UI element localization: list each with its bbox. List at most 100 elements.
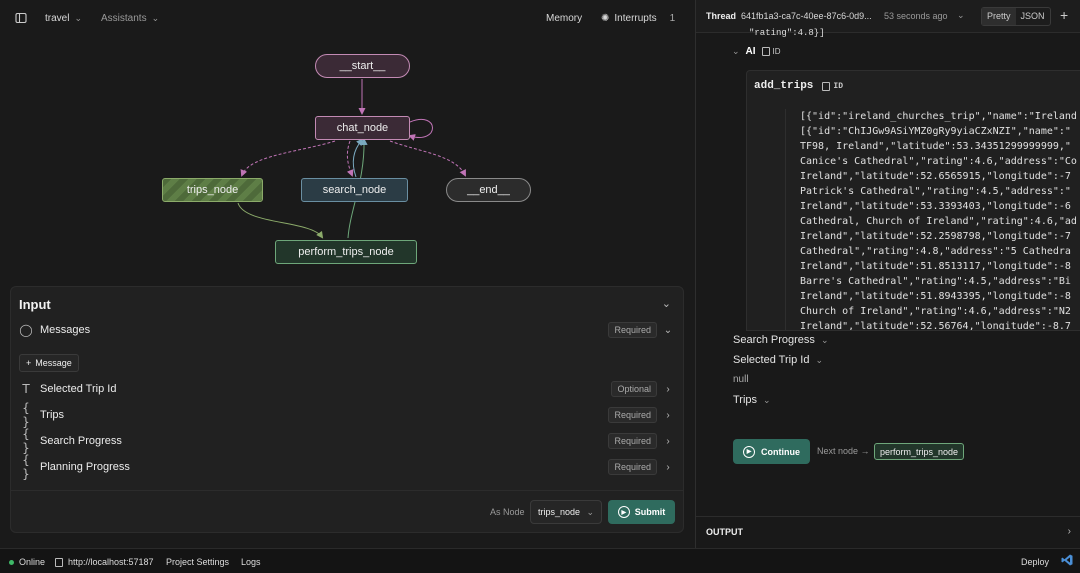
- copy-icon: [761, 47, 770, 56]
- chevron-right-icon: ›: [666, 409, 670, 421]
- graph-node-start[interactable]: __start__: [315, 54, 410, 78]
- continue-button[interactable]: ▶ Continue: [733, 439, 810, 464]
- assistants-selector[interactable]: Assistants ⌄: [101, 13, 159, 24]
- interrupts-button[interactable]: ✺ Interrupts 1: [601, 13, 675, 24]
- deploy-label: Deploy: [1021, 557, 1050, 567]
- chevron-down-icon: ⌄: [820, 334, 829, 345]
- graph-node-perform-trips[interactable]: perform_trips_node: [275, 240, 417, 264]
- ai-label: AI: [745, 46, 756, 57]
- thread-label: Thread: [706, 11, 737, 21]
- required-badge: Required: [608, 407, 657, 423]
- server-url[interactable]: http://localhost:57187: [55, 557, 154, 567]
- key-label: Trips: [733, 394, 758, 406]
- top-toolbar: travel ⌄ Assistants ⌄ Memory ✺ Interrupt…: [0, 0, 695, 40]
- code-line: Ireland","latitude":52.56764,"longitude"…: [800, 321, 1071, 331]
- thread-pane: Thread 641fb1a3-ca7c-40ee-87c6-0d9... 53…: [695, 0, 1080, 548]
- memory-label: Memory: [546, 13, 583, 24]
- chevron-down-icon: ⌄: [663, 324, 673, 336]
- graph-pane: travel ⌄ Assistants ⌄ Memory ✺ Interrupt…: [0, 0, 695, 533]
- graph-node-chat[interactable]: chat_node: [315, 116, 410, 140]
- field-selected-trip-id[interactable]: T Selected Trip Id Optional ›: [19, 379, 673, 399]
- online-status: Online: [9, 557, 45, 567]
- graph-node-end[interactable]: __end__: [446, 178, 531, 202]
- tool-call-card: add_trips ID [{"id":"ireland_churches_tr…: [746, 70, 1080, 331]
- search-progress-key[interactable]: Search Progress ⌄: [733, 334, 828, 346]
- key-label: Search Progress: [733, 334, 815, 346]
- selected-trip-id-value: null: [733, 374, 749, 385]
- code-line: TF98, Ireland","latitude":53.34351299999…: [800, 141, 1071, 152]
- deploy-button[interactable]: Deploy: [1021, 557, 1049, 567]
- divider: [11, 490, 683, 491]
- graph-selector[interactable]: travel ⌄: [45, 13, 82, 24]
- chevron-down-icon: ⌄: [763, 394, 771, 405]
- interrupts-count: 1: [669, 13, 676, 24]
- chevron-down-icon[interactable]: ⌄: [957, 10, 965, 20]
- graph-node-trips[interactable]: trips_node: [162, 178, 263, 202]
- code-line: Ireland","latitude":52.2598798,"longitud…: [800, 231, 1071, 242]
- add-message-label: Message: [35, 358, 72, 368]
- field-search-progress[interactable]: { } Search Progress Required ›: [19, 427, 673, 455]
- sidebar-toggle-icon[interactable]: [15, 12, 27, 24]
- output-section[interactable]: OUTPUT ›: [696, 516, 1080, 548]
- chevron-right-icon: ›: [666, 461, 670, 473]
- vscode-icon[interactable]: [1061, 554, 1073, 566]
- output-label: OUTPUT: [706, 527, 743, 537]
- graph-node-search[interactable]: search_node: [301, 178, 408, 202]
- next-node-badge[interactable]: perform_trips_node: [874, 443, 965, 460]
- chevron-right-icon: ›: [1067, 526, 1071, 537]
- url-label: http://localhost:57187: [68, 557, 154, 567]
- field-trips[interactable]: { } Trips Required ›: [19, 401, 673, 429]
- tool-name: add_trips: [754, 80, 814, 92]
- status-bar: Online http://localhost:57187 Project Se…: [0, 548, 1080, 573]
- required-badge: Required: [608, 459, 657, 475]
- field-planning-progress[interactable]: { } Planning Progress Required ›: [19, 453, 673, 481]
- pretty-view-button[interactable]: Pretty: [982, 8, 1016, 25]
- add-message-button[interactable]: + Message: [19, 354, 79, 372]
- next-node-label: Next node →: [817, 446, 870, 456]
- optional-badge: Optional: [611, 381, 657, 397]
- code-line: Ireland","latitude":51.8513117,"longitud…: [800, 261, 1071, 272]
- memory-button[interactable]: Memory: [546, 13, 582, 24]
- logs-link[interactable]: Logs: [241, 557, 261, 567]
- code-line: Ireland","latitude":53.3393403,"longitud…: [800, 201, 1071, 212]
- selected-trip-id-key[interactable]: Selected Trip Id ⌄: [733, 354, 823, 366]
- input-title: Input: [19, 297, 51, 312]
- required-badge: Required: [608, 322, 657, 338]
- truncated-line: "rating":4.8}]: [749, 28, 825, 38]
- as-node-select[interactable]: trips_node ⌄: [530, 500, 602, 524]
- chevron-right-icon: ›: [666, 383, 670, 395]
- chevron-down-icon: ⌄: [586, 506, 594, 517]
- submit-button[interactable]: ▶ Submit: [608, 500, 675, 524]
- plus-icon: +: [26, 358, 32, 368]
- code-line: Cathedral, Church of Ireland","rating":4…: [800, 216, 1077, 227]
- chevron-down-icon: ⌄: [74, 13, 82, 23]
- project-settings-link[interactable]: Project Settings: [166, 557, 229, 567]
- trips-key[interactable]: Trips ⌄: [733, 394, 771, 406]
- copy-id-button[interactable]: ID: [822, 81, 843, 91]
- chevron-down-icon: ⌄: [815, 354, 823, 365]
- code-line: Ireland","latitude":52.6565915,"longitud…: [800, 171, 1071, 182]
- plus-icon[interactable]: +: [1060, 7, 1069, 23]
- tool-call-args[interactable]: [{"id":"ireland_churches_trip","name":"I…: [785, 109, 1080, 331]
- play-icon: ▶: [743, 445, 755, 458]
- as-node-value: trips_node: [538, 507, 581, 517]
- tool-call-header: add_trips ID: [754, 80, 843, 92]
- code-line: Canice's Cathedral","rating":4.6,"addres…: [800, 156, 1077, 167]
- object-braces-icon: { }: [22, 453, 30, 481]
- thread-header: Thread 641fb1a3-ca7c-40ee-87c6-0d9... 53…: [696, 0, 1080, 33]
- graph-canvas[interactable]: __start__ chat_node trips_node search_no…: [0, 40, 695, 280]
- field-label: Messages: [40, 324, 91, 336]
- code-line: Cathedral","rating":4.8,"address":"5 Cat…: [800, 246, 1071, 257]
- status-dot-icon: [9, 559, 14, 565]
- field-messages[interactable]: ◯ Messages Required ⌄: [19, 320, 673, 340]
- chevron-down-icon: ⌄: [151, 13, 160, 23]
- json-view-button[interactable]: JSON: [1020, 11, 1045, 21]
- chevron-down-icon[interactable]: ⌄: [661, 298, 671, 310]
- field-label: Trips: [40, 409, 65, 421]
- field-label: Selected Trip Id: [40, 383, 117, 395]
- code-line: Ireland","latitude":51.8943395,"longitud…: [800, 291, 1071, 302]
- copy-id-button[interactable]: ID: [761, 47, 781, 56]
- chevron-down-icon[interactable]: ⌄: [732, 46, 740, 56]
- chat-bubble-icon: ◯: [19, 323, 33, 337]
- thread-id[interactable]: 641fb1a3-ca7c-40ee-87c6-0d9...: [741, 11, 872, 21]
